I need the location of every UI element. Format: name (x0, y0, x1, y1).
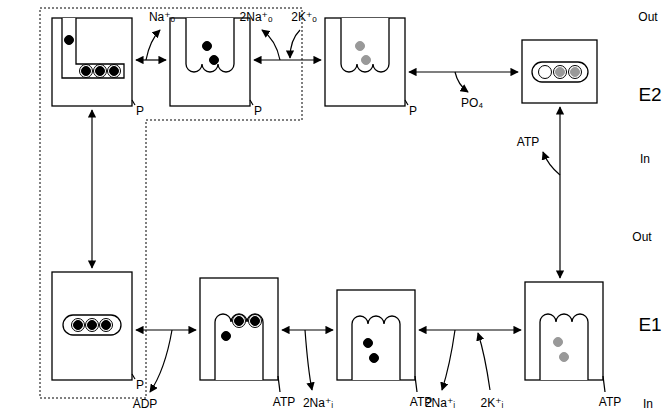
illustration-part (136, 59, 166, 60)
label: 2K⁺ᵢ (481, 397, 504, 410)
illustration-part (215, 314, 263, 380)
illustration-part (132, 374, 135, 379)
illustration-part (235, 317, 244, 326)
illustration-part (62, 18, 124, 78)
illustration-part (65, 36, 74, 45)
label: In (640, 153, 650, 166)
illustration-part (325, 18, 405, 106)
label: 2Na⁺ᵢ (303, 397, 333, 410)
label: 2K⁺ₒ (291, 11, 317, 24)
label: 2Na⁺ₒ (240, 11, 273, 24)
label: Out (638, 11, 657, 24)
illustration-part (405, 100, 408, 105)
illustration-part (540, 314, 588, 380)
label: Out (632, 231, 651, 244)
illustration-part (455, 72, 468, 92)
illustration-part (72, 319, 85, 332)
illustration-part (146, 30, 160, 60)
illustration-part (249, 315, 262, 328)
label: E1 (638, 315, 661, 336)
illustration-part (63, 315, 121, 335)
illustration-part (419, 329, 521, 330)
illustration-part (251, 317, 260, 326)
illustration-part (364, 339, 373, 348)
illustration-part (554, 338, 563, 347)
illustration-part (52, 18, 132, 106)
label: P (136, 379, 144, 392)
label: ATP (599, 396, 621, 409)
illustration-part (556, 68, 565, 77)
illustration-part (554, 66, 567, 79)
label: PO₄ (461, 97, 483, 110)
illustration-part (82, 67, 91, 76)
illustration-part (522, 40, 597, 103)
illustration-part (222, 332, 231, 341)
illustration-part (210, 56, 219, 65)
illustration-part (409, 71, 518, 72)
illustration-part (186, 18, 234, 72)
illustration-part (80, 65, 93, 78)
illustration-part (132, 100, 135, 105)
illustration-part (362, 56, 371, 65)
label: 2Na⁺ᵢ (425, 397, 455, 410)
illustration-part (525, 282, 603, 380)
illustration-part (254, 59, 321, 60)
illustration-part (559, 107, 560, 278)
illustration-part (150, 330, 172, 392)
ions (65, 36, 582, 363)
illustration-part (539, 66, 552, 79)
label: P (254, 105, 262, 118)
illustration-part (74, 321, 83, 330)
illustration-part (442, 330, 455, 390)
illustration-part (571, 68, 580, 77)
reaction-arrows (92, 30, 560, 392)
illustration-part (110, 67, 119, 76)
illustration-part (341, 18, 389, 72)
illustration-part (282, 329, 333, 330)
illustration-part (305, 330, 312, 390)
illustration-part (108, 65, 121, 78)
illustration-part (91, 110, 92, 268)
illustration-part (262, 30, 280, 60)
label: E2 (638, 85, 661, 106)
label: P (136, 105, 144, 118)
label: ADP (133, 398, 158, 411)
illustration-part (337, 290, 415, 380)
illustration-part (370, 354, 379, 363)
illustration-part (233, 315, 246, 328)
illustration-part (532, 62, 588, 82)
label: Na⁺ₒ (149, 11, 175, 24)
illustration-part (100, 319, 113, 332)
illustration-part (96, 67, 105, 76)
illustration-part (290, 30, 300, 58)
illustration-part (603, 376, 605, 392)
illustration-part (88, 321, 97, 330)
label: P (409, 105, 417, 118)
label: ATP (273, 396, 295, 409)
illustration-part (94, 65, 107, 78)
illustration-part (356, 42, 365, 51)
illustration-part (203, 42, 212, 51)
label: In (643, 398, 653, 411)
illustration-part (569, 66, 582, 79)
illustration-part (102, 321, 111, 330)
illustration-part (560, 353, 569, 362)
label: ATP (517, 136, 539, 149)
illustration-part (52, 272, 132, 380)
dashed-region (40, 8, 302, 398)
illustration-part (250, 100, 253, 105)
illustration-part (352, 316, 400, 380)
pump-boxes (52, 18, 603, 380)
illustration-part (415, 376, 417, 392)
illustration-part (543, 152, 560, 175)
illustration-part (136, 329, 196, 330)
illustration-part (278, 376, 280, 392)
illustration-part (200, 278, 278, 380)
illustration-part (170, 18, 250, 106)
illustration-part (86, 319, 99, 332)
illustration-part (478, 333, 490, 390)
phospho-ticks (132, 100, 605, 392)
